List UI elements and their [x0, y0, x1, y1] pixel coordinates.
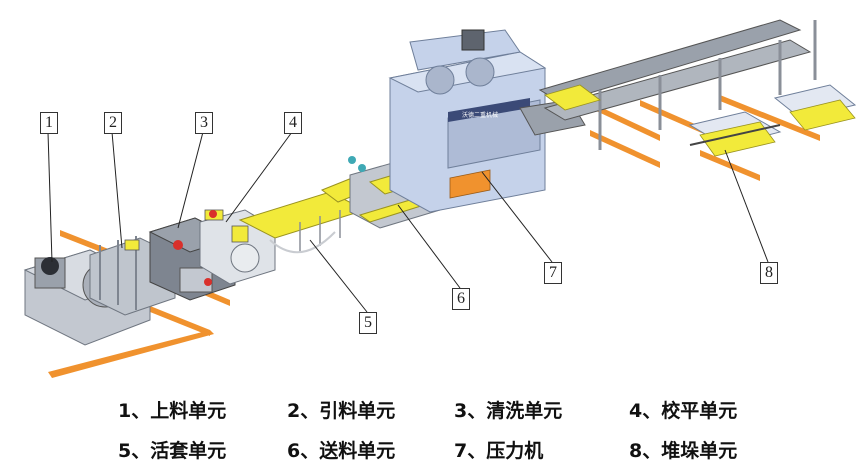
leader-lines [47, 131, 769, 313]
legend-item-4: 4、校平单元 [629, 400, 738, 422]
callout-5: 5 [359, 312, 377, 334]
legend-item-6: 6、送料单元 [287, 440, 396, 462]
legend-item-8: 8、堆垛单元 [629, 440, 738, 462]
legend-item-1: 1、上料单元 [118, 400, 227, 422]
production-line-diagram: 沃德二重机械 [23, 19, 857, 378]
callout-3: 3 [195, 112, 213, 134]
callout-8: 8 [760, 262, 778, 284]
stacking-unit [538, 19, 857, 157]
legend-item-3: 3、清洗单元 [454, 400, 563, 422]
legend-item-7: 7、压力机 [454, 440, 544, 462]
legend-item-2: 2、引料单元 [287, 400, 396, 422]
callout-6: 6 [452, 288, 470, 310]
press-machine: 沃德二重机械 [388, 29, 586, 213]
press-label: 沃德二重机械 [462, 111, 498, 119]
callout-4: 4 [284, 112, 302, 134]
legend: 1、上料单元 2、引料单元 3、清洗单元 4、校平单元 5、活套单元 6、送料单… [0, 392, 863, 468]
callout-7: 7 [544, 262, 562, 284]
legend-item-5: 5、活套单元 [118, 440, 227, 462]
callout-1: 1 [40, 112, 58, 134]
callout-2: 2 [104, 112, 122, 134]
